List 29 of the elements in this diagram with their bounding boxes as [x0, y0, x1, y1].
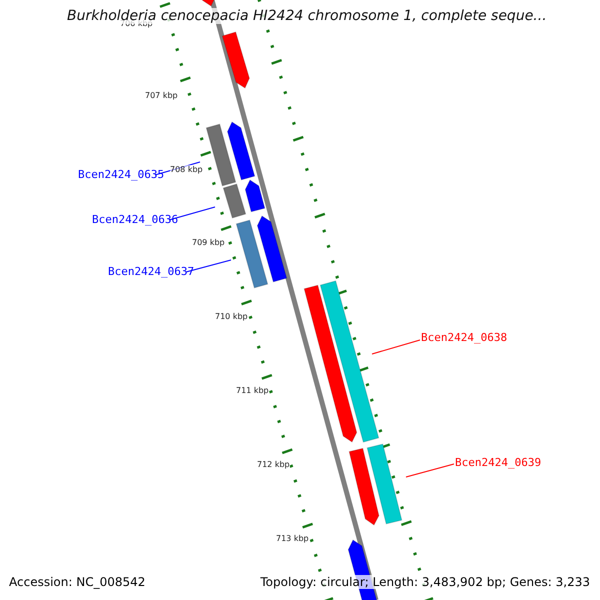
scale-label: 709 kbp: [192, 238, 225, 247]
scale-label: 713 kbp: [276, 534, 309, 543]
gene-label: Bcen2424_0635: [78, 168, 164, 181]
gene-feature: [304, 284, 358, 443]
gene-bar: [236, 219, 268, 289]
gene-label: Bcen2424_0639: [455, 456, 542, 469]
gene-feature: [226, 121, 256, 181]
gene-label: Bcen2424_0638: [421, 331, 508, 344]
scale-label: 712 kbp: [257, 460, 290, 469]
gene-bar: [206, 123, 236, 187]
gene-bar: [320, 280, 380, 443]
gene-bar: [366, 444, 402, 524]
gene-label: Bcen2424_0637: [108, 265, 194, 278]
scale-label: 707 kbp: [145, 91, 178, 100]
leader-line: [154, 162, 200, 176]
footer-text: Accession: NC_008542: [9, 575, 146, 589]
scale-label: 710 kbp: [215, 312, 248, 321]
gene-feature: [256, 215, 288, 283]
scale-label: 711 kbp: [236, 386, 269, 395]
leader-line: [186, 260, 232, 272]
gene-label: Bcen2424_0636: [92, 213, 178, 226]
gene-feature: [348, 448, 380, 526]
scale-label: 708 kbp: [170, 165, 203, 174]
gene-feature: [222, 31, 250, 89]
leader-line: [168, 206, 216, 220]
gene-bar: [222, 183, 246, 219]
gene-feature: [244, 179, 266, 212]
footer-text: Topology: circular; Length: 3,483,902 bp; Genes: 3,233: [260, 575, 590, 589]
leader-line: [372, 340, 420, 354]
